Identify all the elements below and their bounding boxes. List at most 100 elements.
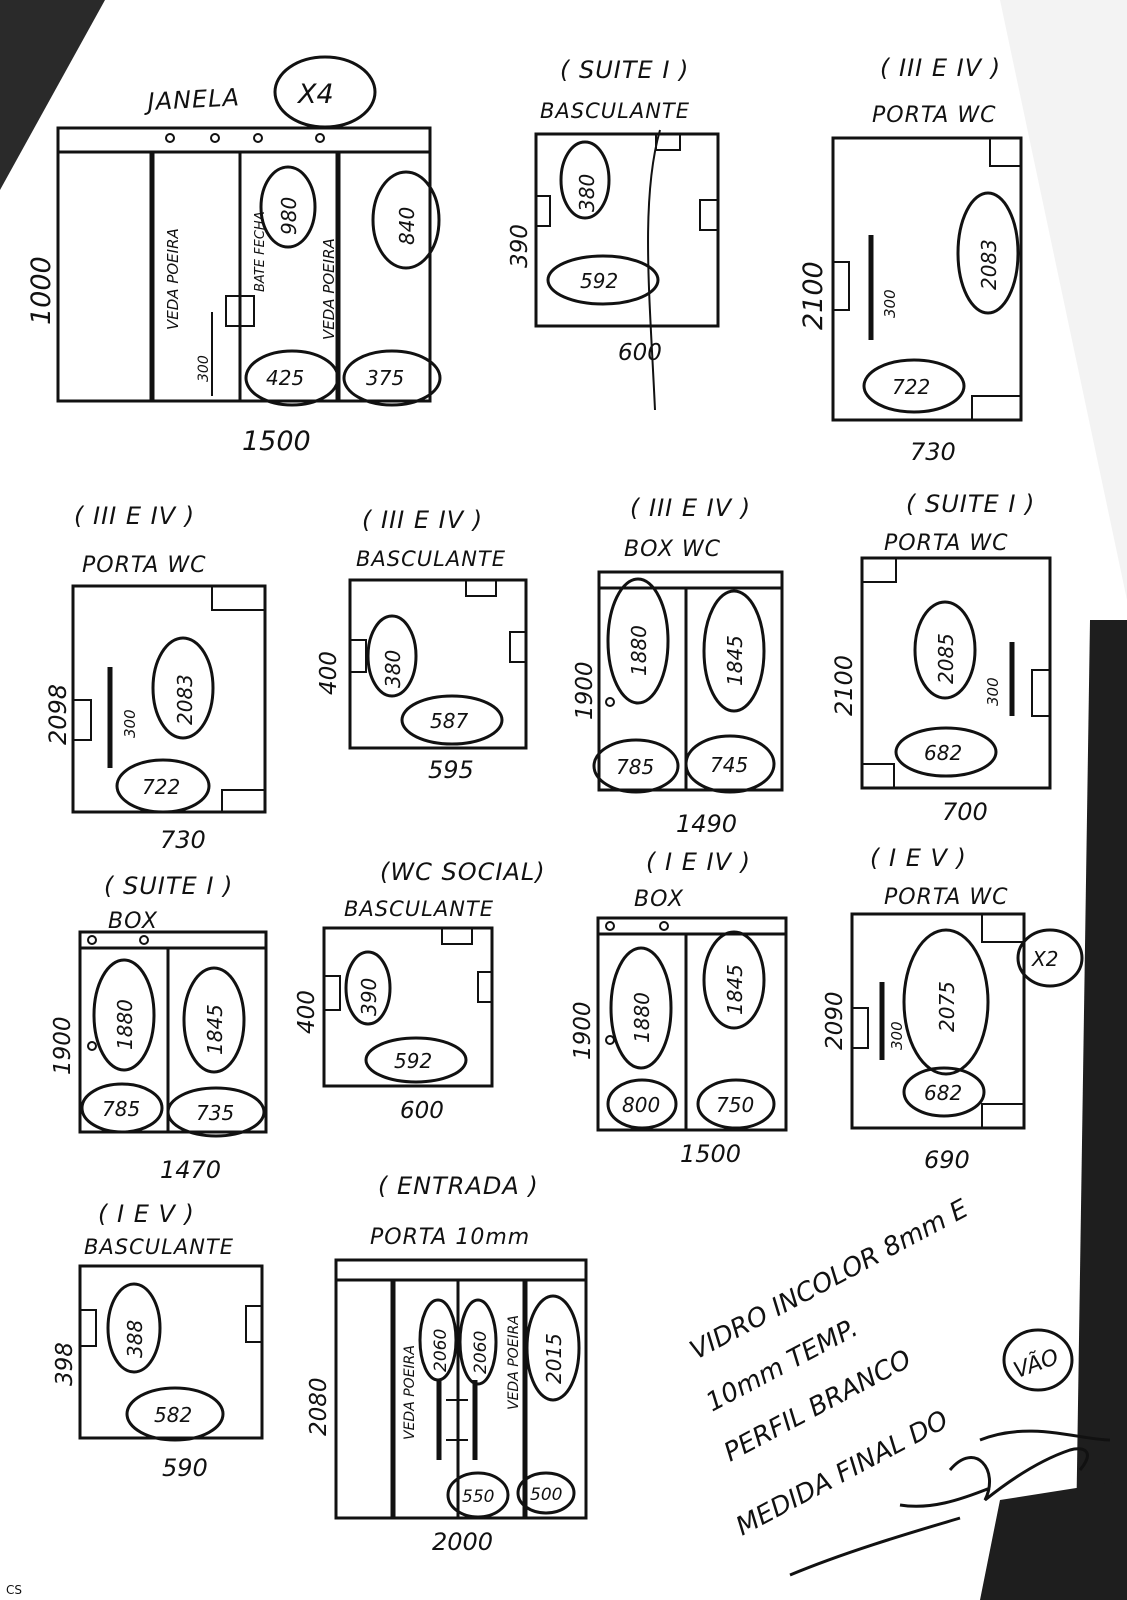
pwc4-c2: 682: [924, 1081, 962, 1105]
box1-w: 1490: [676, 810, 737, 838]
box1-c1: 1880: [627, 625, 651, 676]
bas4-group: ( I E V ): [98, 1200, 195, 1228]
entrada-panel2: VEDA POEIRA: [506, 1315, 522, 1410]
pwc3-v: 300: [984, 677, 1002, 706]
box3-c2: 1845: [723, 964, 747, 1015]
entrada-c4: 550: [462, 1487, 494, 1507]
pwc2-v: 300: [121, 709, 139, 738]
pwc4-title: PORTA WC: [884, 885, 1008, 910]
porta-wc-3-drawing: ( SUITE I ) PORTA WC 300 2085 682 2100 7…: [830, 490, 1052, 826]
suite-bas-c2: 592: [580, 269, 618, 293]
pwc4-v: 300: [888, 1021, 906, 1050]
suite-basculante-drawing: ( SUITE I ) BASCULANTE 380 592 390 600: [507, 56, 720, 411]
box3-w: 1500: [680, 1140, 741, 1168]
suite-bas-c1: 380: [575, 174, 599, 212]
box3-group: ( I E IV ): [646, 848, 751, 876]
box1-group: ( III E IV ): [630, 494, 751, 522]
pwc3-w: 700: [942, 798, 988, 826]
pwc3-c1: 2085: [934, 633, 958, 684]
entrada-w: 2000: [432, 1528, 493, 1556]
janela-panel1: VEDA POEIRA: [164, 228, 182, 330]
entrada-title: PORTA 10mm: [370, 1225, 530, 1250]
box1-c2: 1845: [723, 635, 747, 686]
box2-c1: 1880: [113, 999, 137, 1050]
pwc1-c2: 722: [892, 375, 930, 399]
entrada-c3: 2015: [542, 1333, 566, 1384]
pwc4-group: ( I E V ): [870, 844, 967, 872]
janela-c3: 425: [266, 366, 304, 390]
entrada-drawing: ( ENTRADA ) PORTA 10mm VEDA POEIRA VEDA …: [306, 1172, 588, 1556]
bas2-title: BASCULANTE: [356, 547, 506, 571]
suite-bas-title: BASCULANTE: [540, 99, 690, 123]
box1-c3: 785: [616, 755, 654, 779]
janela-panel2: VEDA POEIRA: [320, 238, 338, 340]
bas3-title: BASCULANTE: [344, 897, 494, 921]
porta-wc-1-drawing: ( III E IV ) PORTA WC 300 2083 722 2100 …: [798, 54, 1023, 466]
bas2-w: 595: [428, 756, 474, 784]
box2-c4: 735: [196, 1101, 234, 1125]
pwc2-title: PORTA WC: [82, 553, 206, 578]
suite-bas-group: ( SUITE I ): [560, 56, 689, 84]
janela-mult: X4: [296, 79, 334, 110]
note-vao: VÃO: [1010, 1343, 1062, 1384]
box3-c4: 750: [716, 1093, 754, 1117]
pwc4-h: 2090: [822, 991, 848, 1050]
bas3-c2: 592: [394, 1049, 432, 1073]
basculante-3-drawing: (WC SOCIAL) BASCULANTE 390 592 400 600: [294, 858, 545, 1124]
pwc4-w: 690: [924, 1146, 970, 1174]
pwc1-c1: 2083: [977, 239, 1001, 290]
pwc1-w: 730: [910, 438, 956, 466]
bas4-c2: 582: [154, 1403, 192, 1427]
pwc1-title: PORTA WC: [872, 103, 996, 128]
pwc3-c2: 682: [924, 741, 962, 765]
box2-frame: [78, 930, 268, 1134]
pwc2-c2: 722: [142, 775, 180, 799]
pwc1-v: 300: [881, 289, 899, 318]
box2-title: BOX: [108, 909, 158, 934]
pwc3-title: PORTA WC: [884, 531, 1008, 556]
box2-group: ( SUITE I ): [104, 872, 233, 900]
pwc4-c1: 2075: [935, 981, 959, 1032]
basculante-4-drawing: ( I E V ) BASCULANTE 388 582 398 590: [52, 1200, 264, 1482]
janela-frame: [56, 126, 432, 403]
bas3-h: 400: [294, 990, 320, 1034]
box3-title: BOX: [634, 887, 684, 912]
pwc4-mult: X2: [1031, 947, 1058, 971]
janela-c2: 840: [395, 207, 419, 245]
box3-c3: 800: [622, 1093, 660, 1117]
janela-h: 1000: [26, 256, 57, 325]
janela-w: 1500: [242, 426, 311, 457]
box-2-drawing: ( SUITE I ) BOX 1880 1845 785 735 1900 1…: [50, 872, 268, 1184]
bas4-c1: 388: [123, 1320, 147, 1358]
bas2-group: ( III E IV ): [362, 506, 483, 534]
bas4-frame: [78, 1264, 264, 1440]
bas2-c2: 587: [430, 709, 468, 733]
box2-h: 1900: [50, 1016, 76, 1075]
janela-c4: 375: [366, 366, 404, 390]
box1-h: 1900: [572, 661, 598, 720]
box3-h: 1900: [570, 1001, 596, 1060]
bas3-c1: 390: [357, 978, 381, 1016]
pwc3-h: 2100: [830, 655, 858, 716]
box2-w: 1470: [160, 1156, 221, 1184]
box1-frame: [597, 570, 784, 792]
pwc2-h: 2098: [44, 684, 72, 745]
dark-corner-top-left: [0, 0, 105, 190]
porta-wc-4-drawing: ( I E V ) PORTA WC 300 2075 682 X2 2090 …: [822, 844, 1084, 1174]
dark-edge-right: [1075, 620, 1127, 1600]
box1-title: BOX WC: [624, 537, 721, 562]
bas4-h: 398: [52, 1342, 78, 1386]
janela-drawing: JANELA X4 VEDA POEIRA VEDA POEIRA BATE F…: [26, 55, 442, 457]
entrada-group: ( ENTRADA ): [378, 1172, 539, 1200]
entrada-h: 2080: [306, 1377, 332, 1436]
basculante-2-drawing: ( III E IV ) BASCULANTE 380 587 400 595: [316, 506, 528, 784]
signature: [789, 1429, 1111, 1577]
janela-title: JANELA: [143, 83, 241, 116]
box1-c4: 745: [710, 753, 748, 777]
box2-c2: 1845: [203, 1004, 227, 1055]
suite-bas-w: 600: [618, 340, 662, 366]
dark-edge-right-lower: [980, 1480, 1127, 1600]
bas2-h: 400: [316, 651, 342, 695]
entrada-c2: 2060: [471, 1331, 491, 1374]
